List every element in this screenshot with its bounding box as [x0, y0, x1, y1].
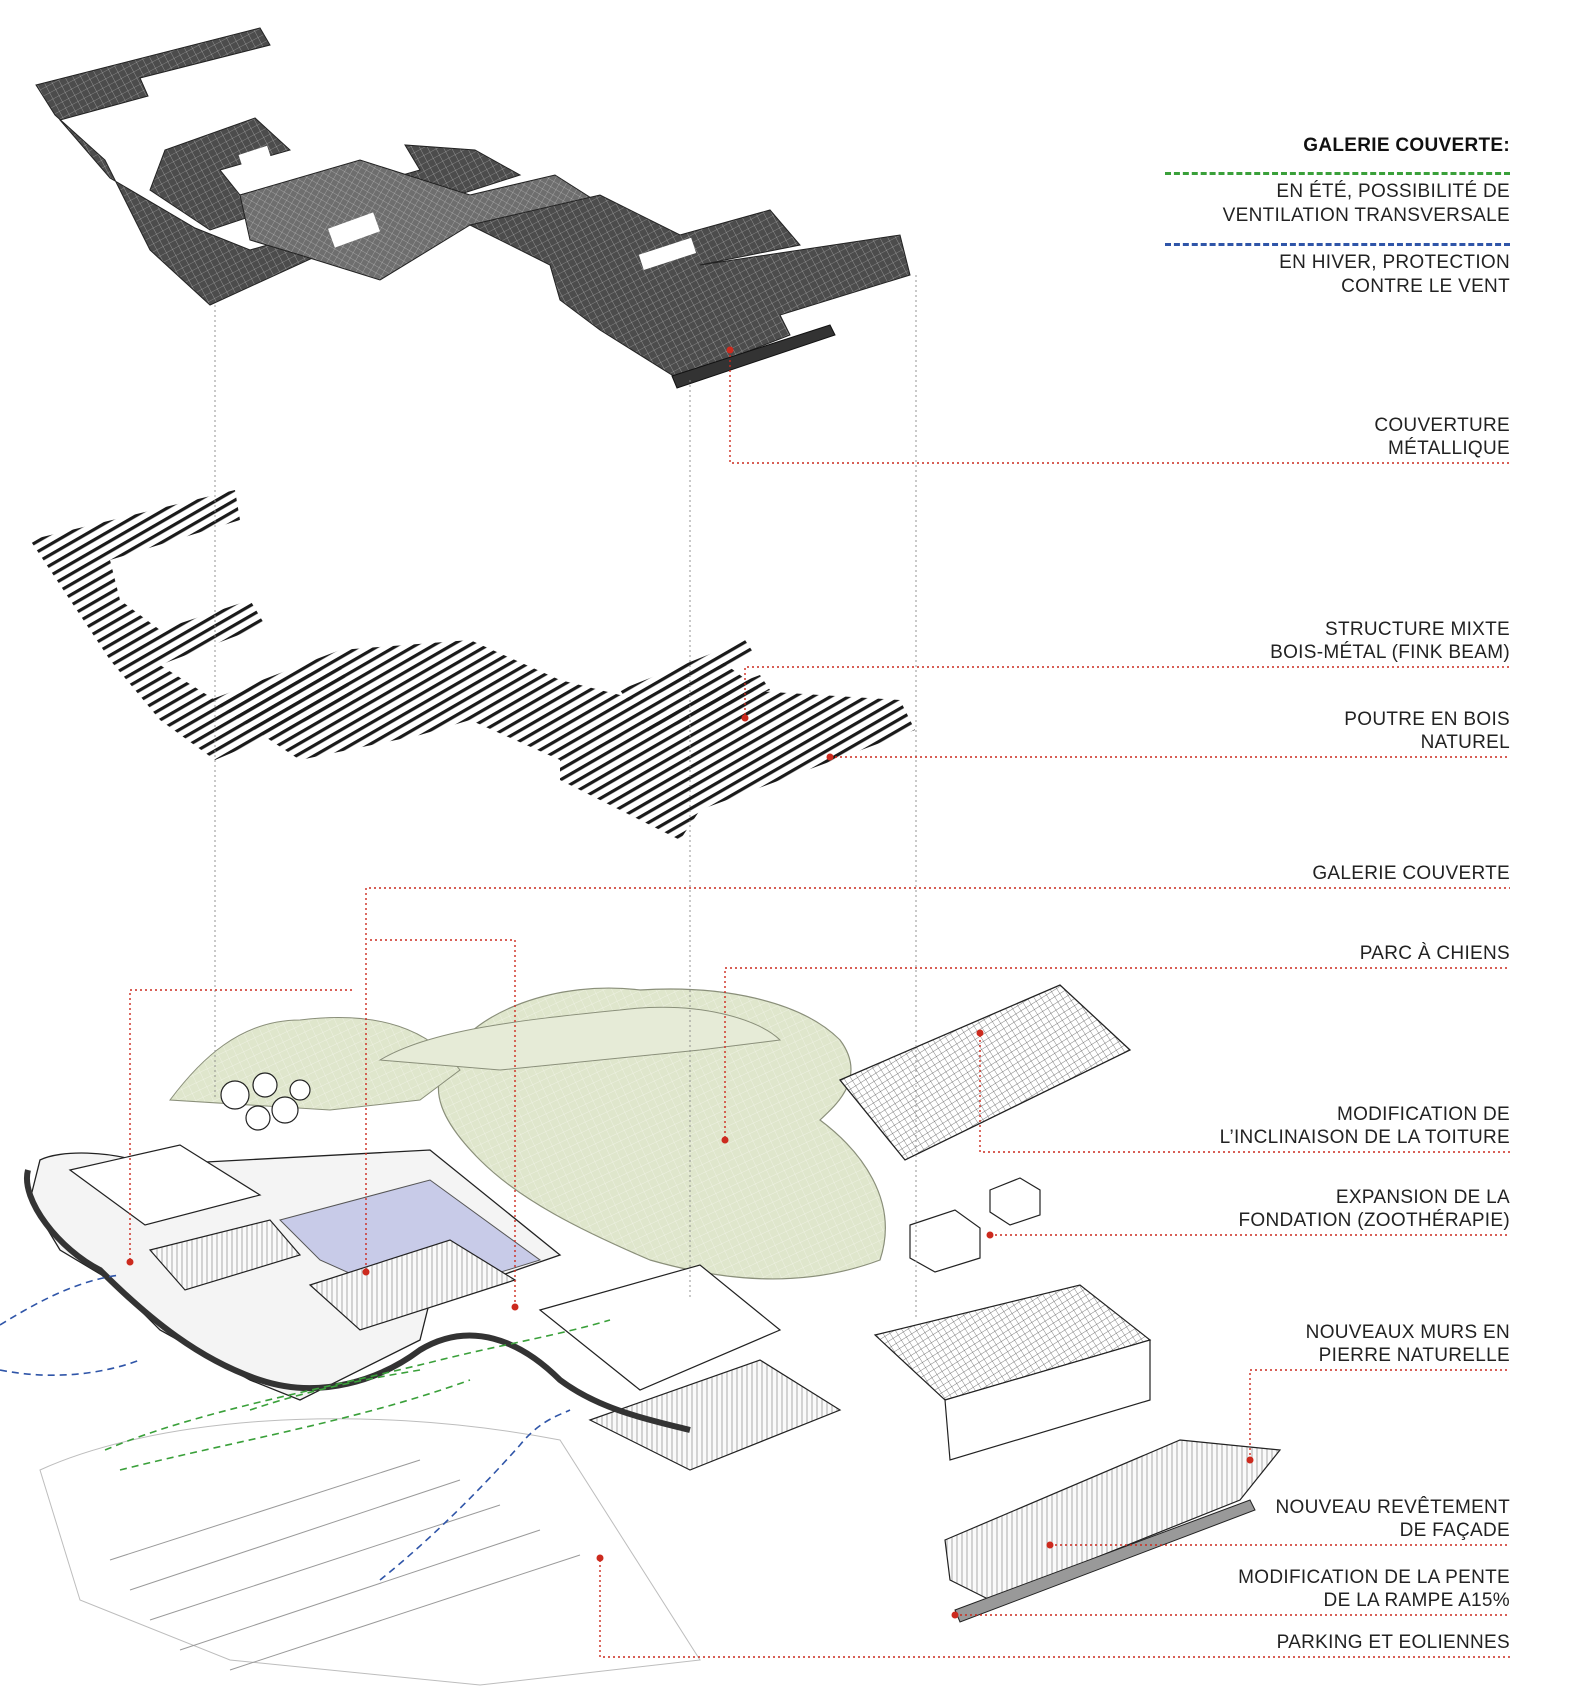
leader-galerie [365, 887, 1510, 1270]
wind-arrows-green [104, 1319, 611, 1471]
leader-toiture [979, 1035, 1510, 1153]
legend-text-winter: EN HIVER, PROTECTION CONTRE LE VENT [1279, 252, 1510, 297]
label-parking: PARKING ET EOLIENNES [1276, 1632, 1510, 1653]
leader-galerie-3 [370, 939, 516, 1305]
parking-lot [39, 1418, 701, 1686]
leader-galerie-2 [129, 989, 355, 1260]
upper-green-area [378, 1006, 782, 1071]
label-poutre: POUTRE EN BOIS NATUREL [1344, 709, 1510, 753]
leader-structure [744, 666, 1510, 715]
building-wing-a [68, 1144, 262, 1226]
label-parc: PARC À CHIENS [1359, 943, 1510, 964]
label-fondation: EXPANSION DE LA FONDATION (ZOOTHÉRAPIE) [1238, 1187, 1510, 1231]
site-plan-layer [0, 984, 1282, 1686]
agility-circles [220, 1072, 311, 1131]
parking-stripes [109, 1459, 581, 1671]
wind-arrows-blue [0, 1274, 571, 1581]
building-wing-b [148, 1219, 302, 1291]
roof-eave [671, 324, 836, 389]
legend-line-winter [1165, 243, 1510, 246]
roof-band-left [35, 27, 522, 306]
long-shed [944, 1439, 1282, 1601]
beams-band-mid [210, 640, 760, 760]
label-structure: STRUCTURE MIXTE BOIS-MÉTAL (FINK BEAM) [1270, 619, 1510, 663]
legend-text-summer: EN ÉTÉ, POSSIBILITÉ DE VENTILATION TRANS… [1222, 181, 1510, 226]
label-murs: NOUVEAUX MURS EN PIERRE NATURELLE [1305, 1322, 1510, 1366]
legend-title: GALERIE COUVERTE: [1303, 135, 1510, 156]
label-galerie: GALERIE COUVERTE [1312, 863, 1510, 884]
label-rampe: MODIFICATION DE LA PENTE DE LA RAMPE A15… [1238, 1567, 1510, 1611]
roof-void-2 [638, 237, 697, 270]
alignment-lines [214, 275, 917, 1320]
legend-line-summer [1165, 172, 1510, 175]
building-wing-e [588, 1359, 842, 1471]
leader-parc [724, 967, 1510, 1138]
roof-band-right [468, 194, 911, 381]
leader-dots [126, 346, 1254, 1619]
leader-lines [129, 350, 1510, 1658]
leader-parking [599, 1560, 1510, 1658]
label-toiture: MODIFICATION DE L’INCLINAISON DE LA TOIT… [1219, 1104, 1510, 1148]
fink-beams-top [620, 640, 770, 735]
label-couverture: COUVERTURE MÉTALLIQUE [1374, 415, 1510, 459]
barn-body [944, 1339, 1151, 1461]
leader-murs [1249, 1369, 1510, 1460]
label-revetement: NOUVEAU REVÊTEMENT DE FAÇADE [1275, 1497, 1510, 1541]
roof-void-3 [238, 145, 272, 169]
small-cabins [909, 1177, 1041, 1273]
metal-roof-layer [35, 27, 911, 389]
beam-structure-layer [30, 490, 915, 840]
ramp [954, 1499, 1256, 1623]
roof-void-1 [328, 212, 380, 248]
north-green-area [169, 1017, 461, 1111]
building-wing-d [538, 1264, 782, 1391]
barn-roof [838, 984, 1132, 1161]
